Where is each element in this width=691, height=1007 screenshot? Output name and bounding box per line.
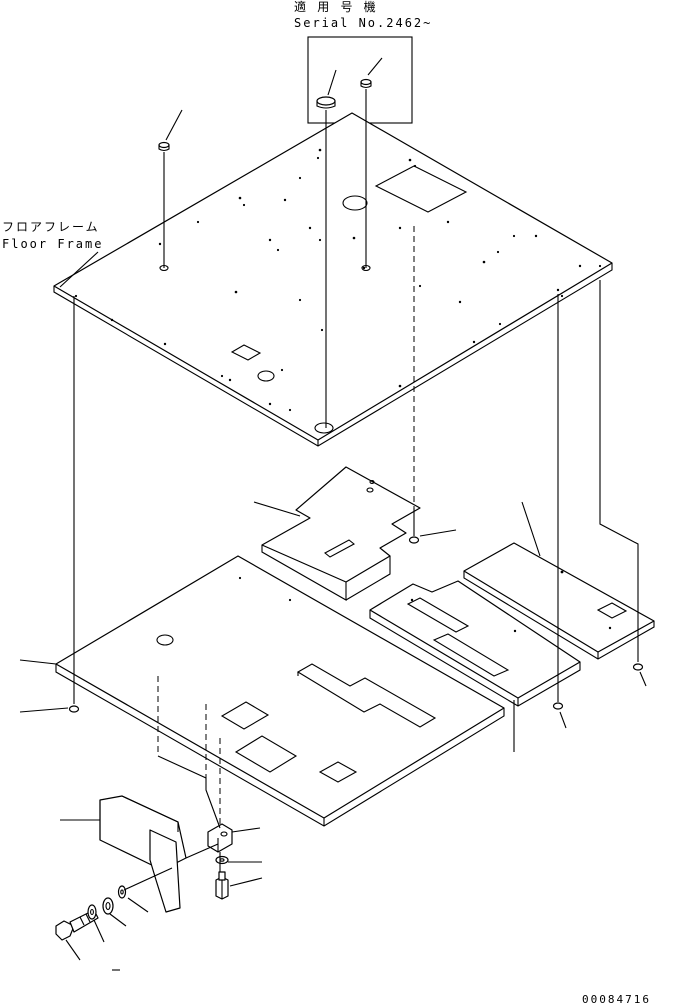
floor-frame-label-jp: フロアフレーム (2, 220, 100, 234)
mat-piece-center (369, 580, 581, 707)
nut (102, 897, 114, 915)
serial-label-en: Serial No.2462~ (294, 16, 433, 30)
serial-box (307, 36, 413, 124)
mat-piece-upper-left (261, 466, 421, 601)
floor-frame-label-en: Floor Frame (2, 237, 104, 251)
rubber-plug-small (408, 536, 420, 544)
rubber-plug-small (361, 264, 371, 272)
serial-label-jp: 適 用 号 機 (294, 0, 378, 14)
mat-piece-right (463, 542, 655, 660)
drawing-number: 00084716 (582, 993, 651, 1006)
frame-opening-left (230, 344, 262, 361)
frame-hole-left (257, 370, 275, 382)
rubber-plug-small (158, 141, 170, 152)
frame-hole-front (314, 422, 334, 434)
frame-hole-top (342, 195, 368, 211)
cover-plate (99, 795, 187, 913)
assembly-lines (73, 89, 639, 891)
bolt (215, 871, 229, 900)
frame-hole-pattern (74, 148, 602, 412)
leader-lines (19, 57, 647, 971)
rubber-plug-large (316, 96, 336, 109)
floor-mat-main (55, 555, 505, 827)
rubber-plug-small (552, 702, 564, 710)
washer (87, 904, 97, 920)
washer (215, 855, 229, 865)
mat-hole (156, 634, 174, 646)
floor-frame (53, 112, 613, 447)
rubber-plug-small (632, 663, 644, 671)
washer (117, 885, 127, 899)
rubber-plug-small (68, 705, 80, 713)
frame-opening-large (374, 165, 468, 213)
bracket (207, 823, 233, 853)
rubber-plug-small (159, 264, 169, 272)
rubber-plug-small (360, 78, 372, 89)
